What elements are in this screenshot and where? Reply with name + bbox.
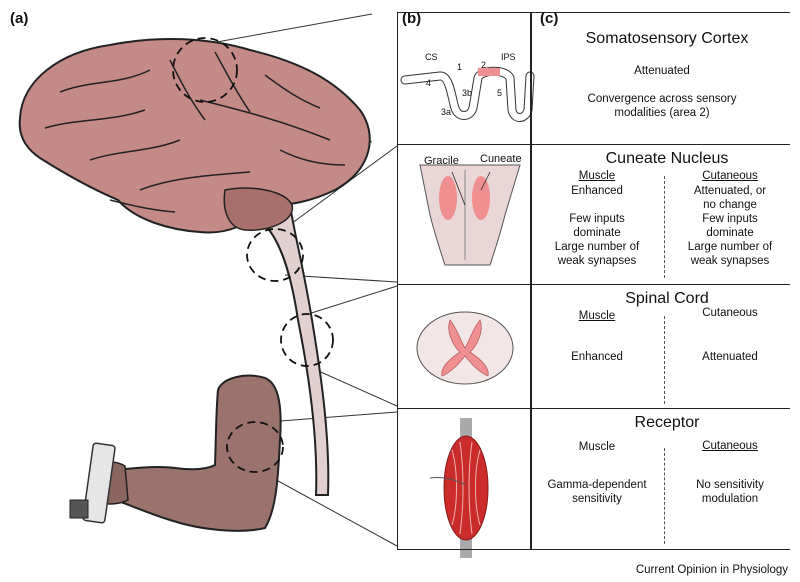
grid-row-3	[397, 408, 790, 409]
brain-sulci	[44, 51, 346, 213]
journal-footer: Current Opinion in Physiology	[635, 564, 788, 576]
label-area-5: 5	[497, 88, 503, 98]
cuneate-cutaneous-text: Attenuated, or no change Few inputs domi…	[687, 185, 773, 267]
handle-shape	[82, 442, 116, 524]
label-area-3b: 3b	[462, 88, 473, 98]
label-area-3a: 3a	[441, 107, 452, 117]
spinal-title: Spinal Cord	[625, 290, 709, 307]
cortex-line2a: Convergence across sensory	[587, 93, 737, 105]
grid-bottom	[397, 549, 790, 550]
panel-label-a: (a)	[10, 10, 29, 27]
spinal-section-illustration	[416, 311, 514, 385]
label-cs: CS	[425, 52, 438, 62]
receptor-muscle-text: Gamma-dependent sensitivity	[547, 479, 647, 505]
receptor-muscle-heading: Muscle	[578, 441, 616, 453]
spinal-cutaneous-heading: Cutaneous	[702, 307, 758, 319]
cortex-line1: Attenuated	[634, 65, 690, 77]
grid-row-1	[397, 144, 790, 145]
cuneate-divider	[664, 176, 665, 278]
cortex-title: Somatosensory Cortex	[585, 30, 749, 47]
receptor-divider	[664, 448, 665, 544]
panel-label-c: (c)	[540, 10, 559, 27]
spinal-muscle-heading: Muscle	[578, 310, 616, 322]
spinal-cord-shape	[260, 203, 330, 496]
label-gracile: Gracile	[424, 155, 459, 167]
label-area-2: 2	[481, 60, 487, 70]
cuneate-illustration	[419, 164, 521, 266]
spinal-muscle-value: Enhanced	[571, 351, 623, 363]
cuneate-muscle-heading: Muscle	[578, 170, 616, 182]
label-area-4: 4	[426, 78, 432, 88]
grid-top	[397, 12, 790, 13]
spinal-divider	[664, 316, 665, 404]
grid-center-divider	[530, 12, 532, 550]
dashed-circles	[172, 37, 334, 473]
label-ips: IPS	[501, 52, 516, 62]
cuneate-cutaneous-heading: Cutaneous	[702, 170, 758, 182]
receptor-cutaneous-heading: Cutaneous	[702, 440, 758, 452]
cortex-fold-illustration	[400, 66, 535, 122]
label-area-1: 1	[457, 62, 463, 72]
cerebellum-shape	[223, 187, 294, 231]
spinal-cutaneous-value: Attenuated	[702, 351, 758, 363]
label-cuneate: Cuneate	[480, 153, 522, 165]
receptor-cutaneous-text: No sensitivity modulation	[696, 479, 764, 505]
cortex-line2b: modalities (area 2)	[614, 107, 710, 119]
cuneate-muscle-text: Enhanced Few inputs dominate Large numbe…	[554, 185, 640, 267]
muscle-spindle-illustration	[429, 418, 489, 558]
receptor-title: Receptor	[634, 414, 700, 431]
panel-label-b: (b)	[402, 10, 422, 27]
grid-row-2	[397, 284, 790, 285]
grid-left-border	[397, 12, 398, 550]
arm-shape	[106, 374, 282, 532]
cuneate-title: Cuneate Nucleus	[605, 150, 729, 167]
